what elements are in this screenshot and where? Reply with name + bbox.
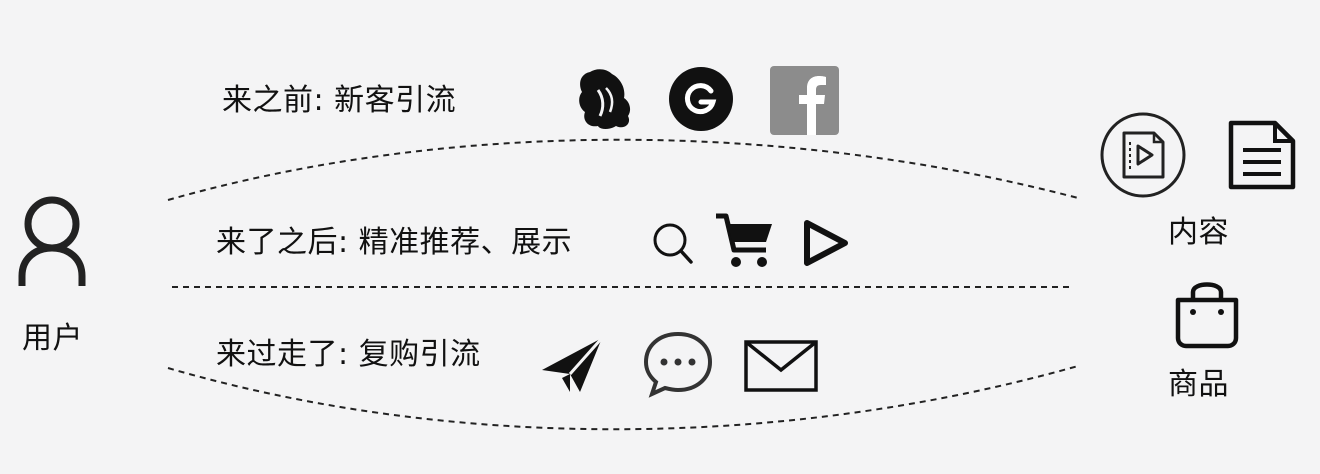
user-icon: [18, 196, 86, 286]
document-icon: [1228, 120, 1296, 190]
top-curve: [167, 138, 1079, 201]
content-label: 内容: [1168, 215, 1229, 250]
facebook-icon: [770, 66, 839, 135]
product-label: 商品: [1168, 367, 1229, 402]
curly-hair-logo-icon: [579, 69, 631, 129]
chat-bubble-icon: [643, 331, 713, 398]
user-label: 用户: [22, 321, 83, 356]
stage-before-label: 来之前: 新客引流: [222, 83, 457, 118]
paper-plane-icon: [542, 337, 604, 392]
shopping-cart-icon: [716, 213, 772, 267]
stage-after-label: 来过走了: 复购引流: [216, 337, 481, 372]
play-icon: [804, 220, 848, 266]
shopping-bag-icon: [1175, 282, 1239, 349]
google-icon: [669, 67, 733, 131]
envelope-icon: [744, 340, 818, 392]
bottom-curve: [167, 365, 1079, 431]
search-icon: [653, 223, 693, 264]
video-file-icon: [1100, 112, 1186, 198]
stage-during-label: 来了之后: 精准推荐、展示: [216, 225, 573, 260]
